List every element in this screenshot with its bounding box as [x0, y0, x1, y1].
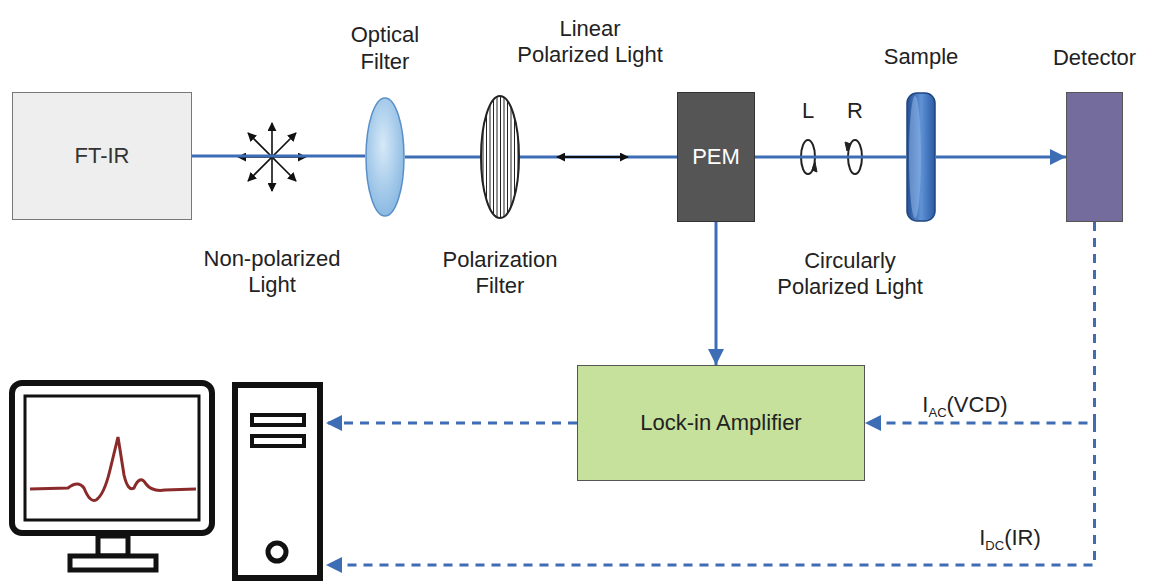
- light-beam: [715, 222, 718, 365]
- light-beam: [936, 156, 1066, 159]
- annotation-label: Linear Polarized Light: [515, 16, 665, 69]
- shape-outline: [480, 95, 520, 219]
- part-label: Polarization Filter: [425, 247, 575, 300]
- light-beam: [192, 155, 365, 158]
- node-label: Lock-in Amplifier: [640, 410, 801, 436]
- process-box: FT-IR: [12, 92, 192, 220]
- filter-lens: Optical Filter: [365, 97, 405, 217]
- part-label: Sample: [866, 44, 976, 70]
- node-label: PEM: [692, 144, 740, 170]
- shape-outline: [365, 97, 405, 217]
- shape-outline: [906, 92, 936, 222]
- text-part: I: [922, 392, 928, 417]
- subscript: DC: [985, 538, 1004, 553]
- computer-icon: [12, 383, 320, 578]
- part-label: Optical Filter: [330, 22, 440, 75]
- annotation-label: R: [840, 98, 870, 124]
- text-part: (VCD): [947, 392, 1008, 417]
- annotation-label: Circularly Polarized Light: [763, 248, 938, 301]
- annotation-label: Non-polarized Light: [190, 246, 355, 299]
- text-part: (IR): [1004, 525, 1041, 550]
- node-label: FT-IR: [75, 143, 130, 169]
- process-box: Lock-in Amplifier: [577, 365, 865, 481]
- filter-lens: Polarization Filter: [480, 95, 520, 219]
- signal-name: IAC(VCD): [922, 392, 1007, 418]
- signal-arrow: [865, 222, 1095, 423]
- signal-line: [326, 422, 577, 425]
- process-box: Detector: [1066, 92, 1123, 222]
- annotation-label: L: [793, 98, 823, 124]
- part-label: Detector: [1045, 45, 1145, 71]
- sample-cell: Sample: [906, 92, 936, 222]
- subscript: AC: [928, 405, 946, 420]
- light-beam: [405, 156, 480, 159]
- text-part: I: [979, 525, 985, 550]
- light-beam: [520, 156, 677, 159]
- linear-polarization-symbol: [557, 156, 628, 158]
- process-box: PEM: [677, 92, 755, 222]
- signal-name: IDC(IR): [950, 525, 1070, 551]
- light-beam: [755, 156, 906, 159]
